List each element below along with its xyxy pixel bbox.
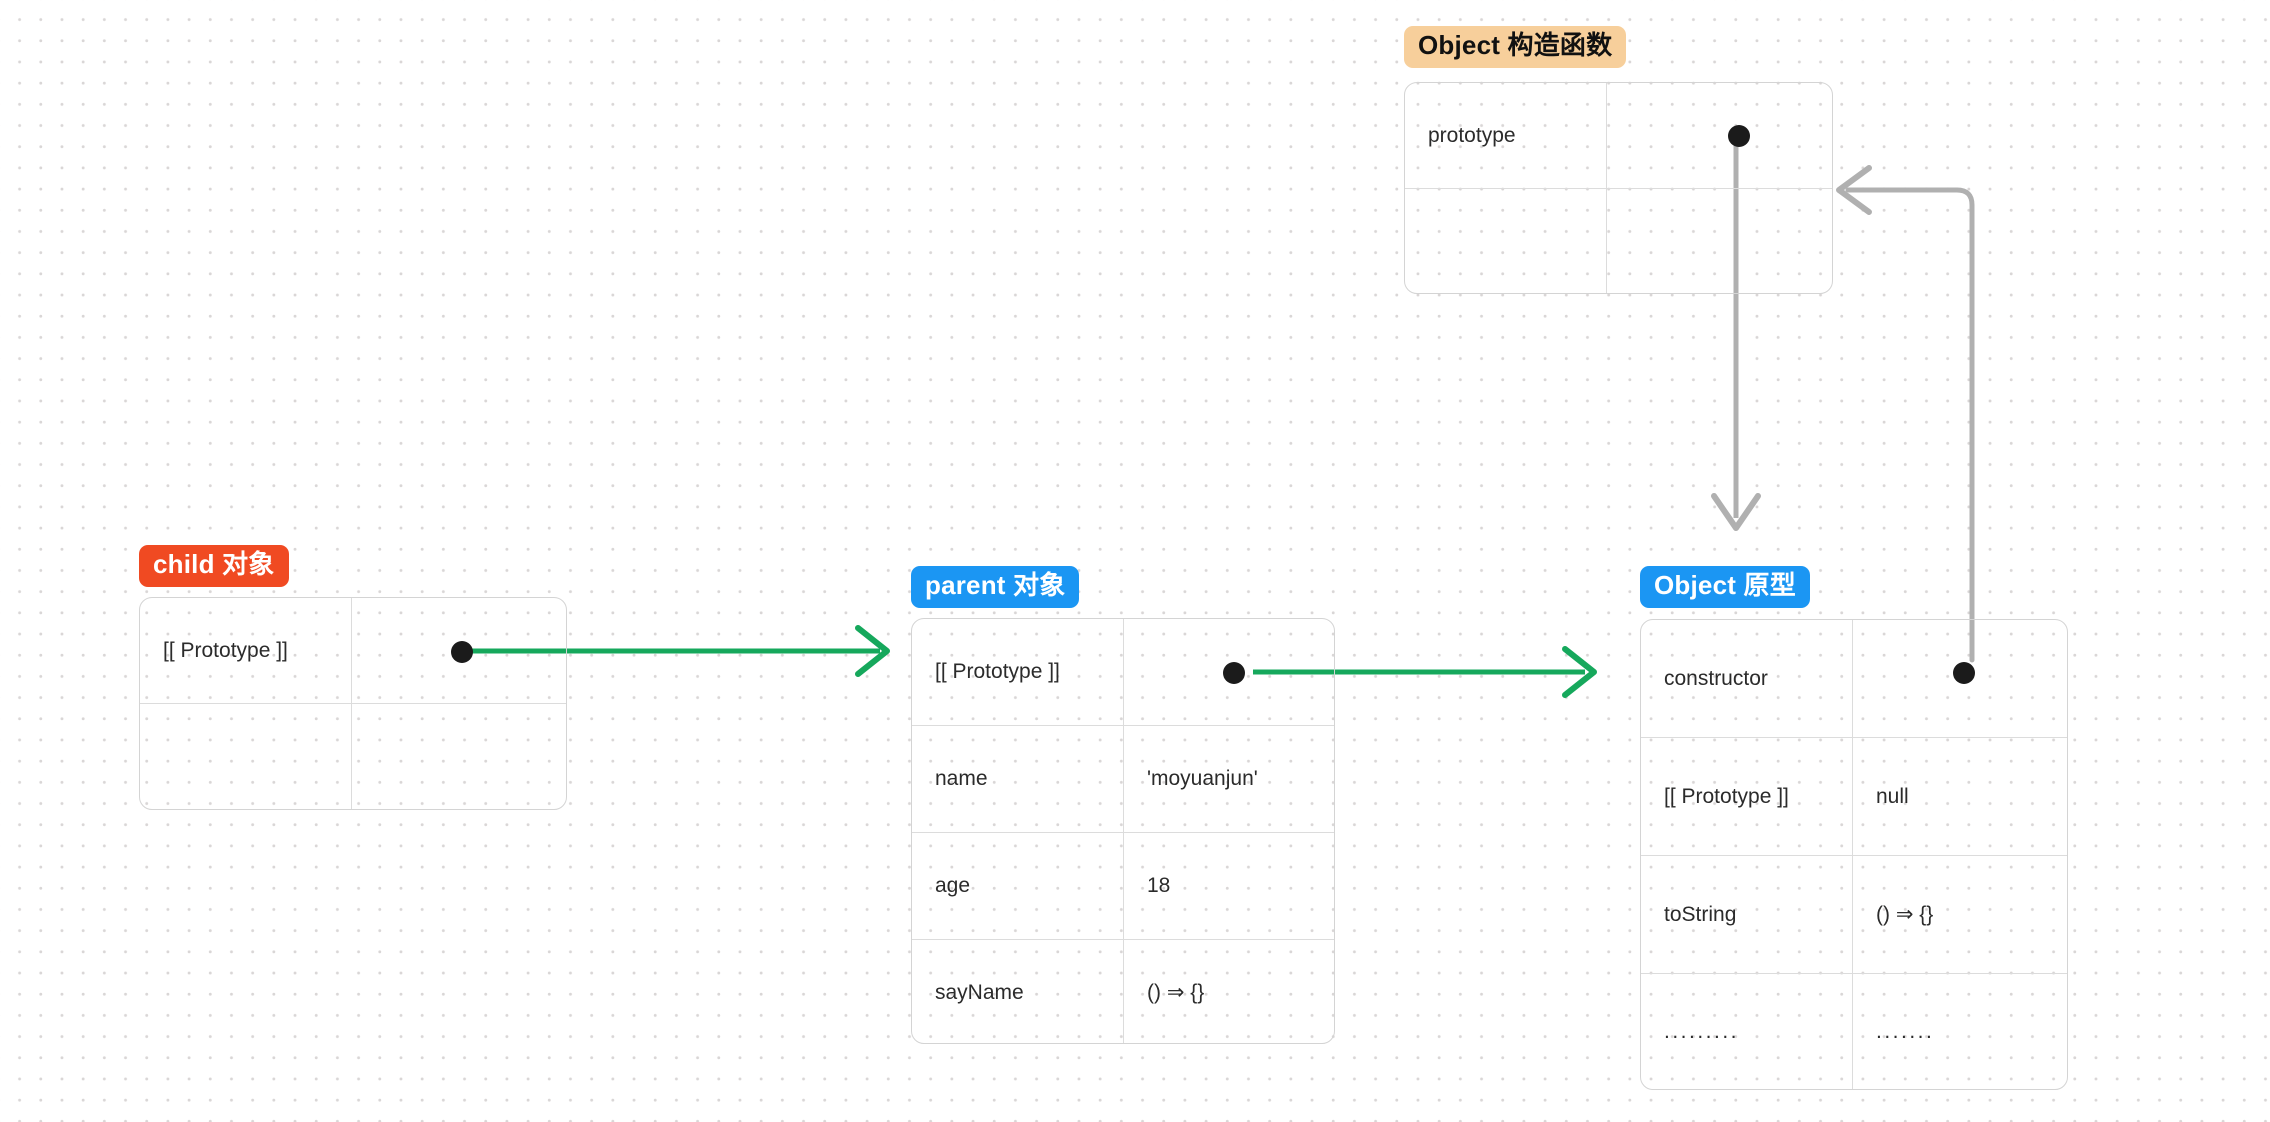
cell-key-ellipsis: .........	[1641, 974, 1853, 1089]
cell-value-pointer	[1607, 83, 1832, 188]
cell-key	[140, 704, 352, 809]
pointer-dot	[451, 641, 473, 663]
label-object-prototype: Object 原型	[1640, 566, 1810, 608]
table-object-prototype: constructor [[ Prototype ]] null toStrin…	[1640, 619, 2068, 1090]
table-row	[1405, 189, 1832, 293]
pointer-dot	[1223, 662, 1245, 684]
table-row: [[ Prototype ]]	[140, 598, 566, 704]
cell-key	[1405, 189, 1607, 293]
cell-value: () ⇒ {}	[1147, 981, 1205, 1004]
cell-value-pointer	[352, 598, 566, 703]
cell-value	[1607, 189, 1832, 293]
table-row: ......... .......	[1641, 974, 2067, 1089]
cell-value: null	[1876, 784, 1909, 808]
table-row: [[ Prototype ]] null	[1641, 738, 2067, 856]
table-child-object: [[ Prototype ]]	[139, 597, 567, 810]
cell-key: [[ Prototype ]]	[912, 619, 1124, 725]
cell-key: age	[912, 833, 1124, 939]
cell-value	[352, 704, 566, 809]
table-row: prototype	[1405, 83, 1832, 189]
pointer-dot	[1953, 662, 1975, 684]
cell-key: sayName	[912, 940, 1124, 1043]
cell-value: () ⇒ {}	[1876, 903, 1934, 926]
label-child-object: child 对象	[139, 545, 289, 587]
cell-key: [[ Prototype ]]	[1641, 738, 1853, 855]
cell-key: name	[912, 726, 1124, 832]
table-row: sayName () ⇒ {}	[912, 940, 1334, 1043]
table-object-constructor: prototype	[1404, 82, 1833, 294]
cell-value: 'moyuanjun'	[1147, 767, 1258, 790]
cell-key: [[ Prototype ]]	[140, 598, 352, 703]
pointer-dot	[1728, 125, 1750, 147]
edge-object-prototype-constructor-to-constructor	[1836, 165, 1975, 663]
table-row: toString () ⇒ {}	[1641, 856, 2067, 974]
table-row: age 18	[912, 833, 1334, 940]
cell-value-pointer	[1124, 619, 1334, 725]
table-row: constructor	[1641, 620, 2067, 738]
cell-value-ellipsis: .......	[1876, 1019, 1935, 1043]
table-row	[140, 704, 566, 809]
cell-key: toString	[1641, 856, 1853, 973]
table-parent-object: [[ Prototype ]] name 'moyuanjun' age 18 …	[911, 618, 1335, 1044]
cell-key: constructor	[1641, 620, 1853, 737]
label-parent-object: parent 对象	[911, 566, 1080, 608]
cell-value: 18	[1147, 874, 1171, 897]
table-row: name 'moyuanjun'	[912, 726, 1334, 833]
table-row: [[ Prototype ]]	[912, 619, 1334, 726]
cell-value-pointer	[1853, 620, 2067, 737]
label-object-constructor: Object 构造函数	[1404, 26, 1627, 68]
cell-key: prototype	[1405, 83, 1607, 188]
